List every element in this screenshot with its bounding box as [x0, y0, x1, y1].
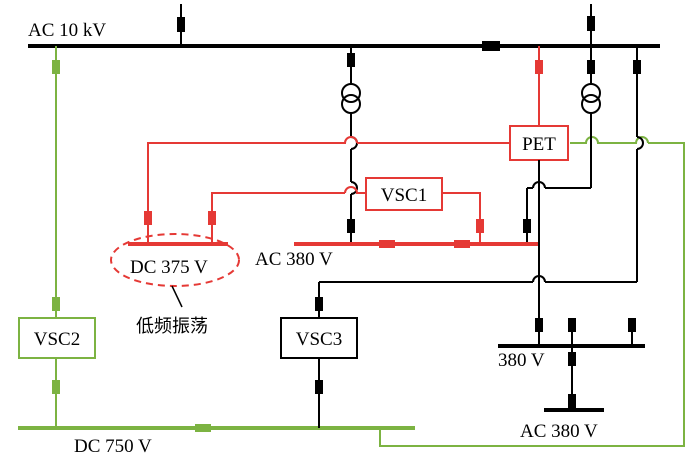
- ac-10kv-bus-group: AC 10 kV: [28, 4, 660, 51]
- vsc2-box: [18, 317, 96, 359]
- ac-380v-bottom-label: AC 380 V: [520, 421, 598, 442]
- breaker-380v-a: [535, 318, 543, 332]
- breaker-vsc2-bottom: [52, 380, 60, 394]
- oscillation-pointer: [171, 285, 183, 308]
- vsc1-right-link: [442, 192, 481, 244]
- breaker-t1-bottom: [347, 219, 355, 233]
- bus-380v-label: 380 V: [498, 350, 545, 371]
- dc-750v-pet-link: [570, 136, 649, 144]
- vsc2-branch: [52, 46, 60, 428]
- transformer-1-lower-winding: [341, 94, 361, 114]
- breaker-dc-750v: [195, 424, 211, 432]
- breaker-t2-top: [587, 60, 595, 74]
- pet-label: PET: [522, 134, 556, 155]
- breaker-vsc2-top: [52, 60, 60, 74]
- breaker-vsc1-right: [476, 219, 484, 233]
- breaker-dc375-right: [208, 211, 216, 225]
- vsc1-label: VSC1: [381, 185, 427, 206]
- breaker-vsc3-bottom: [315, 380, 323, 394]
- ac-10kv-label: AC 10 kV: [28, 20, 106, 41]
- breaker-dc375-left: [144, 211, 152, 225]
- pet-to-dc375-crossing: [147, 136, 358, 244]
- breaker-vsc3-top: [315, 297, 323, 311]
- pet-box: [509, 125, 569, 161]
- breaker-ac380-a: [379, 240, 395, 248]
- dc-750v-return-line: [379, 142, 685, 447]
- breaker-380v-c: [628, 318, 636, 332]
- breaker-pet-top: [535, 60, 543, 74]
- breaker-top-right: [587, 16, 595, 31]
- breaker-380v-b: [568, 318, 576, 332]
- breaker-380v-down-a: [568, 352, 576, 366]
- dc-375v-label: DC 375 V: [130, 257, 208, 278]
- breaker-ac380-b: [454, 240, 470, 248]
- breaker-t1-top: [347, 53, 355, 67]
- breaker-t2-bottom: [523, 219, 531, 233]
- breaker-right-feeder: [633, 60, 641, 74]
- transformer-2-lower-winding: [581, 94, 601, 114]
- vsc3-box: [280, 317, 358, 359]
- breaker-top-left: [177, 17, 185, 32]
- transformer-branch-2: [526, 46, 601, 244]
- oscillation-label: 低频振荡: [136, 316, 208, 337]
- transformer-1-upper-winding: [341, 83, 361, 103]
- breaker-380v-down-b: [568, 394, 576, 408]
- breaker-vsc2-mid: [52, 297, 60, 311]
- bus-section-breaker: [482, 41, 500, 51]
- transformer-branch-1: [341, 46, 361, 244]
- ac-380v-mid-label: AC 380 V: [255, 249, 333, 270]
- dc-750v-label: DC 750 V: [74, 436, 152, 455]
- vsc1-left-link: [211, 192, 345, 244]
- vsc2-label: VSC2: [34, 329, 80, 350]
- transformer-2-upper-winding: [581, 83, 601, 103]
- vsc3-label: VSC3: [296, 329, 342, 350]
- vsc1-box: [365, 177, 443, 211]
- vsc1-crossing: [344, 186, 366, 194]
- oscillation-zone: [110, 233, 240, 287]
